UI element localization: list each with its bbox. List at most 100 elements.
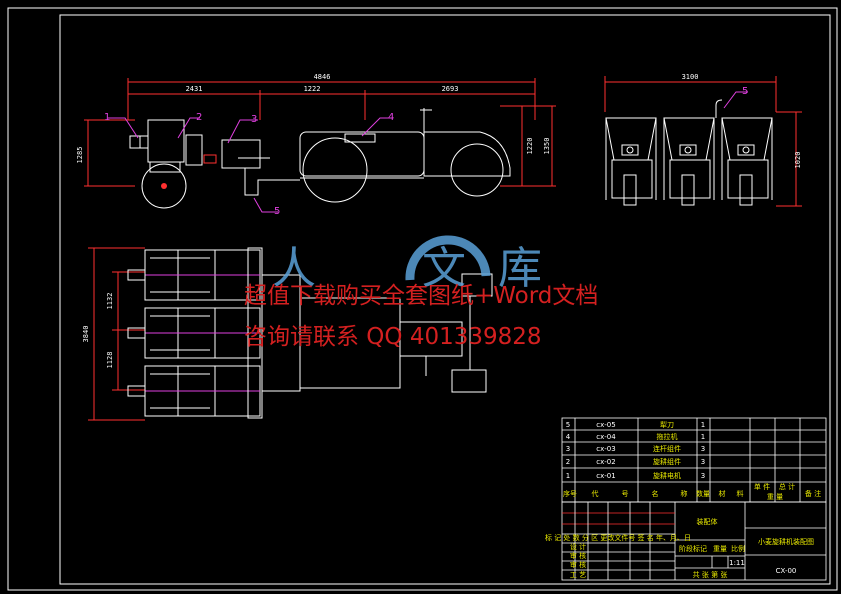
bom-header-code-b: 号 <box>622 490 629 498</box>
bom-header-name-a: 名 <box>652 489 659 498</box>
svg-text:cx-05: cx-05 <box>596 421 615 429</box>
outer-border <box>7 7 838 591</box>
title-mark-row: 标 记 处 数 分 区 更改文件号 签 名 年、月、日 <box>545 533 691 542</box>
dim-seg2: 1222 <box>304 85 321 93</box>
end-view-dimensions <box>604 76 802 207</box>
watermark-line-1: 超值下载购买全套图纸+Word文档 <box>244 283 598 309</box>
dim-side-height: 1020 <box>794 152 802 169</box>
logo-glyph-2: 文 <box>422 243 466 294</box>
bom-row: 1 cx-01 旋耕电机 3 <box>566 471 705 480</box>
end-view-unit-2 <box>663 117 715 206</box>
linkage-red <box>203 154 217 164</box>
plan-link-1 <box>262 274 301 305</box>
tractor-front-wheel <box>450 143 504 197</box>
bom-row: 5 cx-05 犁刀 1 <box>566 420 705 429</box>
svg-text:cx-03: cx-03 <box>596 445 615 453</box>
watermark-line-2: 咨询请联系 QQ 401339828 <box>244 324 542 350</box>
dim-seg3: 2693 <box>442 85 459 93</box>
bom-row: 4 cx-04 拖拉机 1 <box>566 432 705 441</box>
logo-glyph-3: 库 <box>498 243 542 294</box>
plan-link-2 <box>262 360 301 392</box>
svg-text:1: 1 <box>701 433 705 441</box>
bom-header-material-a: 材 <box>719 489 726 498</box>
part-label-3: 3 <box>251 114 257 125</box>
plan-view <box>88 247 493 421</box>
tractor-seat <box>344 133 376 143</box>
svg-text:拖拉机: 拖拉机 <box>657 432 678 441</box>
bom-row: 2 cx-02 旋耕组件 3 <box>566 457 705 466</box>
title-scale-value: 1:11 <box>729 559 745 567</box>
motor-end <box>129 135 141 149</box>
part-label-1: 1 <box>104 112 110 123</box>
svg-text:cx-01: cx-01 <box>596 472 615 480</box>
bom-header-total: 总 计 <box>779 482 795 491</box>
title-drawing-name: 小麦旋耕机装配图 <box>758 537 814 546</box>
top-dimension-lines <box>84 78 556 187</box>
svg-text:旋耕组件: 旋耕组件 <box>653 457 681 466</box>
plan-unit-bottom <box>127 365 261 417</box>
linkage-bar <box>244 168 300 196</box>
svg-text:3: 3 <box>701 445 705 453</box>
svg-text:3: 3 <box>701 472 705 480</box>
title-role-process: 工 艺 <box>570 571 586 579</box>
logo-arc <box>405 235 491 281</box>
linkage-frame <box>221 139 261 169</box>
plan-unit-middle <box>127 307 261 359</box>
svg-text:4: 4 <box>566 433 571 441</box>
title-sheet-info: 共 张 第 张 <box>693 570 728 579</box>
title-role-review: 审 核 <box>570 551 586 560</box>
end-view-unit-3 <box>721 117 773 206</box>
inner-border <box>59 14 831 585</box>
plan-unit-top <box>127 249 261 301</box>
connector-block <box>185 134 203 166</box>
tiller-hub <box>161 183 167 189</box>
dim-left-height: 1285 <box>76 147 84 164</box>
plan-frame <box>247 247 263 419</box>
tractor-body <box>299 131 425 177</box>
logo-glyph-1: 人 <box>272 243 316 294</box>
plan-front-wheel-left <box>461 273 493 297</box>
part-label-4: 4 <box>388 112 394 123</box>
svg-text:cx-02: cx-02 <box>596 458 615 466</box>
bom-header-name-b: 称 <box>681 489 688 498</box>
part-label-5b: 5 <box>742 86 748 97</box>
title-weight-label: 重量 <box>713 545 727 553</box>
dim-seg1: 2431 <box>186 85 203 93</box>
tiller-wheel <box>141 163 187 209</box>
dim-plan-total: 3840 <box>82 326 90 343</box>
tiller-motor <box>139 135 149 149</box>
svg-text:1: 1 <box>566 472 570 480</box>
bom-header-material-b: 料 <box>737 489 744 498</box>
plan-tractor-hood <box>399 321 463 357</box>
watermark-logo: 人 文 库 <box>272 235 542 294</box>
part-label-texts: 1 2 3 4 5 5 <box>104 86 748 217</box>
plan-front-wheel-right <box>451 369 487 393</box>
title-assembly: 装配体 <box>697 517 718 526</box>
dim-plan-upper: 1132 <box>106 293 114 310</box>
title-drawing-no: CX-00 <box>776 567 797 575</box>
svg-text:2: 2 <box>566 458 570 466</box>
part-label-2: 2 <box>196 112 202 123</box>
dim-plan-lower: 1128 <box>106 352 114 369</box>
svg-text:cx-04: cx-04 <box>596 433 616 441</box>
dim-right-outer: 1350 <box>543 138 551 155</box>
title-block-frame <box>561 501 827 581</box>
svg-text:3: 3 <box>701 458 705 466</box>
leader-lines <box>108 91 748 213</box>
svg-text:犁刀: 犁刀 <box>660 420 674 429</box>
bom-rows: 5 cx-05 犁刀 1 4 cx-04 拖拉机 1 3 cx-03 连杆组件 … <box>566 420 705 480</box>
bom-row: 3 cx-03 连杆组件 3 <box>566 444 705 453</box>
end-view-blade <box>715 99 723 118</box>
dim-right-inner: 1220 <box>526 138 534 155</box>
tiller-cover <box>149 161 181 173</box>
bom-header-remark: 备 注 <box>805 489 821 498</box>
tractor-rear-wheel <box>302 137 368 203</box>
svg-text:连杆组件: 连杆组件 <box>653 444 681 453</box>
bom-header-no: 序号 <box>563 489 577 498</box>
part-label-5a: 5 <box>274 206 280 217</box>
bom-header-unit: 单 件 <box>754 482 770 491</box>
bom-header-weight: 重 量 <box>767 493 783 501</box>
side-elevation-view <box>84 78 748 213</box>
bom-header-code-a: 代 <box>592 489 599 498</box>
